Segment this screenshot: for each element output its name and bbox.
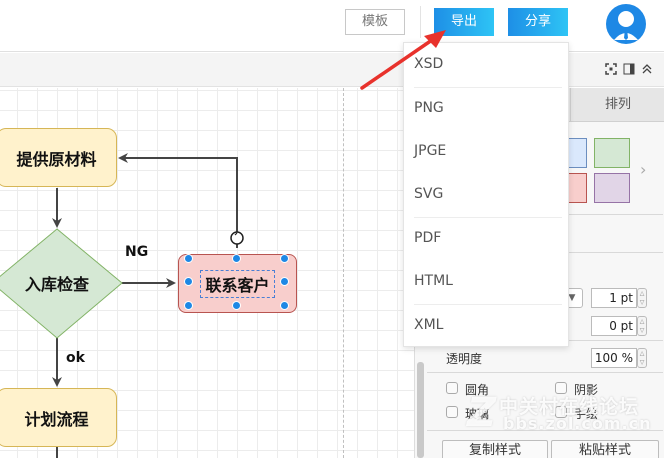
fit-screen-icon[interactable] [604, 62, 618, 76]
copy-style-button[interactable]: 复制样式 [442, 440, 548, 458]
glass-checkbox[interactable] [446, 406, 458, 418]
shadow-label: 阴影 [574, 383, 599, 397]
resize-handle-sw[interactable] [184, 301, 193, 310]
spacing-input[interactable]: 0 pt [591, 316, 637, 336]
page-boundary-guide [343, 88, 344, 458]
edge-label-ng: NG [125, 244, 149, 260]
shape-label: 联系客户 [200, 269, 275, 298]
top-header: 模板 导出 分享 [0, 0, 664, 52]
glass-label: 玻璃 [465, 407, 490, 421]
resize-handle-nw[interactable] [184, 254, 193, 263]
menu-item-png[interactable]: PNG [414, 100, 444, 116]
toolbar-icons [604, 62, 654, 76]
export-button[interactable]: 导出 [434, 8, 494, 36]
rounded-checkbox[interactable] [446, 382, 458, 394]
shape-supply-materials[interactable]: 提供原材料 [0, 128, 117, 187]
resize-handle-s[interactable] [232, 301, 241, 310]
shape-label: 提供原材料 [16, 149, 97, 169]
shadow-checkbox[interactable] [555, 382, 567, 394]
resize-handle-w[interactable] [184, 277, 193, 286]
menu-item-pdf[interactable]: PDF [414, 230, 442, 246]
style-swatch-green[interactable] [594, 138, 630, 168]
menu-divider [414, 217, 562, 218]
resize-handle-e[interactable] [280, 277, 289, 286]
tab-arrange[interactable]: 排列 [570, 88, 664, 122]
collapse-up-icon[interactable] [640, 62, 654, 76]
menu-item-svg[interactable]: SVG [414, 186, 444, 202]
sketch-checkbox[interactable] [555, 406, 567, 418]
paste-style-button[interactable]: 粘贴样式 [551, 440, 659, 458]
line-width-spinner[interactable]: △▽ [637, 288, 647, 308]
export-format-menu: XSD PNG JPGE SVG PDF HTML XML [403, 42, 569, 347]
connectors [0, 153, 244, 458]
diagram-canvas[interactable]: 提供原材料 入库检查 NG ok 联系客户 计划流程 [0, 88, 414, 458]
shape-inspection-decision[interactable]: 入库检查 [0, 266, 118, 300]
edge-label-ok: ok [66, 350, 85, 366]
chevron-right-icon[interactable]: › [640, 160, 647, 179]
opacity-input[interactable]: 100 % [591, 348, 637, 368]
menu-divider [414, 304, 562, 305]
user-avatar-icon[interactable] [606, 4, 646, 44]
shape-label: 计划流程 [24, 409, 89, 429]
shape-plan-process[interactable]: 计划流程 [0, 388, 117, 447]
menu-item-jpge[interactable]: JPGE [414, 143, 447, 159]
resize-handle-ne[interactable] [280, 254, 289, 263]
share-button[interactable]: 分享 [508, 8, 568, 36]
resize-handle-se[interactable] [280, 301, 289, 310]
rounded-label: 圆角 [465, 383, 490, 397]
divider [427, 430, 663, 431]
template-button[interactable]: 模板 [345, 9, 405, 35]
spacing-spinner[interactable]: △▽ [637, 316, 647, 336]
line-width-input[interactable]: 1 pt [591, 288, 637, 308]
panel-scrollbar[interactable] [417, 362, 424, 458]
shape-label: 入库检查 [24, 275, 89, 294]
opacity-label: 透明度 [446, 352, 483, 366]
style-swatch-purple[interactable] [594, 173, 630, 203]
resize-handle-n[interactable] [232, 254, 241, 263]
opacity-spinner[interactable]: △▽ [637, 348, 647, 368]
sketch-label: 手绘 [574, 407, 599, 421]
header-divider [420, 6, 421, 38]
panel-toggle-icon[interactable] [622, 62, 636, 76]
menu-item-xml[interactable]: XML [414, 317, 444, 333]
divider [427, 372, 663, 373]
menu-item-html[interactable]: HTML [414, 273, 453, 289]
menu-divider [414, 87, 562, 88]
menu-item-xsd[interactable]: XSD [414, 56, 444, 72]
